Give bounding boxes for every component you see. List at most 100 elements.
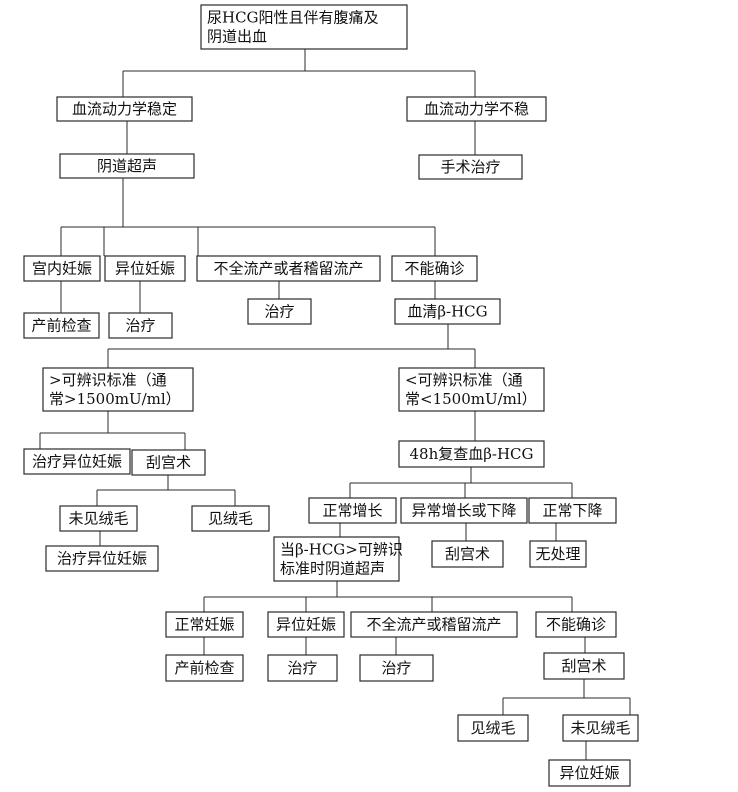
node-label: 不全流产或稽留流产 [366, 616, 501, 634]
node-box [56, 96, 193, 122]
node-label: 治疗异位妊娠 [32, 453, 122, 471]
node-label: 正常下降 [542, 502, 602, 520]
node-unstable: 血流动力学不稳 [406, 96, 547, 122]
node-prenatal-check-2: 产前检查 [165, 654, 244, 682]
node-label: 见绒毛 [470, 719, 515, 737]
node-box [529, 540, 587, 568]
node-label: 刮宫术 [561, 657, 606, 675]
node-box [23, 448, 131, 475]
node-box [391, 255, 478, 282]
node-box [398, 367, 545, 412]
node-label: 治疗异位妊娠 [57, 550, 147, 568]
node-label: 正常妊娠 [174, 616, 234, 634]
node-box [23, 255, 101, 282]
node-box [350, 611, 518, 638]
node-box [562, 714, 639, 742]
node-label: 血清β-HCG [407, 303, 487, 321]
node-box [543, 652, 625, 680]
node-box [104, 255, 186, 282]
node-treat-b: 治疗 [247, 298, 312, 325]
node-label: 治疗 [287, 659, 317, 677]
node-label: 见绒毛 [208, 510, 253, 528]
node-normal-decline: 正常下降 [528, 497, 617, 524]
node-treat-ectopic: 治疗异位妊娠 [23, 448, 131, 475]
node-label: 治疗 [381, 659, 411, 677]
node-box [196, 255, 381, 282]
node-prenatal-check: 产前检查 [23, 312, 100, 339]
node-box [359, 654, 434, 682]
node-label: 当β-HCG>可辨识 [280, 541, 403, 559]
node-box [42, 367, 194, 412]
node-curettage-right: 刮宫术 [543, 652, 625, 680]
node-treat-ectopic-2: 治疗异位妊娠 [45, 545, 159, 572]
node-label: 手术治疗 [440, 158, 500, 176]
node-label: 异位妊娠 [115, 260, 175, 278]
node-label: 宫内妊娠 [32, 260, 92, 278]
node-box [165, 611, 244, 638]
node-box [394, 298, 501, 325]
node-label: 无处理 [535, 545, 580, 563]
node-villi-right: 见绒毛 [457, 714, 529, 742]
node-box [457, 714, 529, 742]
node-box [406, 96, 547, 122]
node-label: 未见绒毛 [570, 719, 630, 737]
node-box [200, 4, 408, 50]
node-box [45, 545, 159, 572]
node-normal-pregnancy: 正常妊娠 [165, 611, 244, 638]
node-label: 正常增长 [322, 502, 382, 520]
node-label: 产前检查 [31, 317, 91, 335]
node-stable: 血流动力学稳定 [56, 96, 193, 122]
node-villi-left: 见绒毛 [191, 505, 270, 532]
node-box [548, 759, 631, 787]
node-label: 异位妊娠 [559, 764, 619, 782]
node-label: <可辨识标准（通 [405, 371, 523, 389]
node-box [273, 536, 400, 582]
node-undetermined: 不能确诊 [391, 255, 478, 282]
node-ultrasound: 阴道超声 [59, 153, 195, 179]
node-undetermined-2: 不能确诊 [535, 611, 617, 638]
node-box [59, 505, 138, 532]
node-label: 常<1500mU/ml） [405, 390, 537, 408]
node-box [23, 312, 100, 339]
node-box [398, 440, 545, 468]
node-label: >可辨识标准（通 [49, 371, 167, 389]
node-label: 阴道出血 [207, 28, 267, 46]
node-box [267, 611, 345, 638]
node-label: 异常增长或下降 [411, 502, 516, 520]
node-normal-rise: 正常增长 [308, 497, 397, 524]
node-ectopic-2: 异位妊娠 [267, 611, 345, 638]
node-label: 刮宫术 [146, 454, 191, 472]
node-label: 48h复查血β-HCG [409, 445, 533, 463]
node-box [400, 497, 528, 524]
node-above-threshold: >可辨识标准（通常>1500mU/ml） [42, 367, 194, 412]
node-label: 异位妊娠 [276, 616, 336, 634]
node-ectopic-3: 异位妊娠 [548, 759, 631, 787]
node-recheck-48h: 48h复查血β-HCG [398, 440, 545, 468]
node-label: 治疗 [264, 303, 294, 321]
node-label: 标准时阴道超声 [280, 560, 385, 578]
node-curettage-left: 刮宫术 [131, 449, 206, 476]
node-label: 阴道超声 [97, 157, 157, 175]
node-box [267, 654, 338, 682]
node-label: 不能确诊 [546, 616, 606, 634]
node-box [418, 154, 523, 180]
node-treat-d: 治疗 [359, 654, 434, 682]
node-label: 未见绒毛 [68, 510, 128, 528]
node-incomplete: 不全流产或者稽留流产 [196, 255, 381, 282]
node-box [108, 312, 173, 339]
node-box [131, 449, 206, 476]
node-label: 治疗 [125, 317, 155, 335]
node-box [191, 505, 270, 532]
node-label: 不全流产或者稽留流产 [213, 260, 363, 278]
node-no-treatment: 无处理 [529, 540, 587, 568]
node-incomplete-2: 不全流产或稽留流产 [350, 611, 518, 638]
node-box [59, 153, 195, 179]
node-no-villi-left: 未见绒毛 [59, 505, 138, 532]
connector-lines [39, 49, 631, 760]
node-label: 产前检查 [174, 659, 234, 677]
node-treat-c: 治疗 [267, 654, 338, 682]
node-serum-hcg: 血清β-HCG [394, 298, 501, 325]
